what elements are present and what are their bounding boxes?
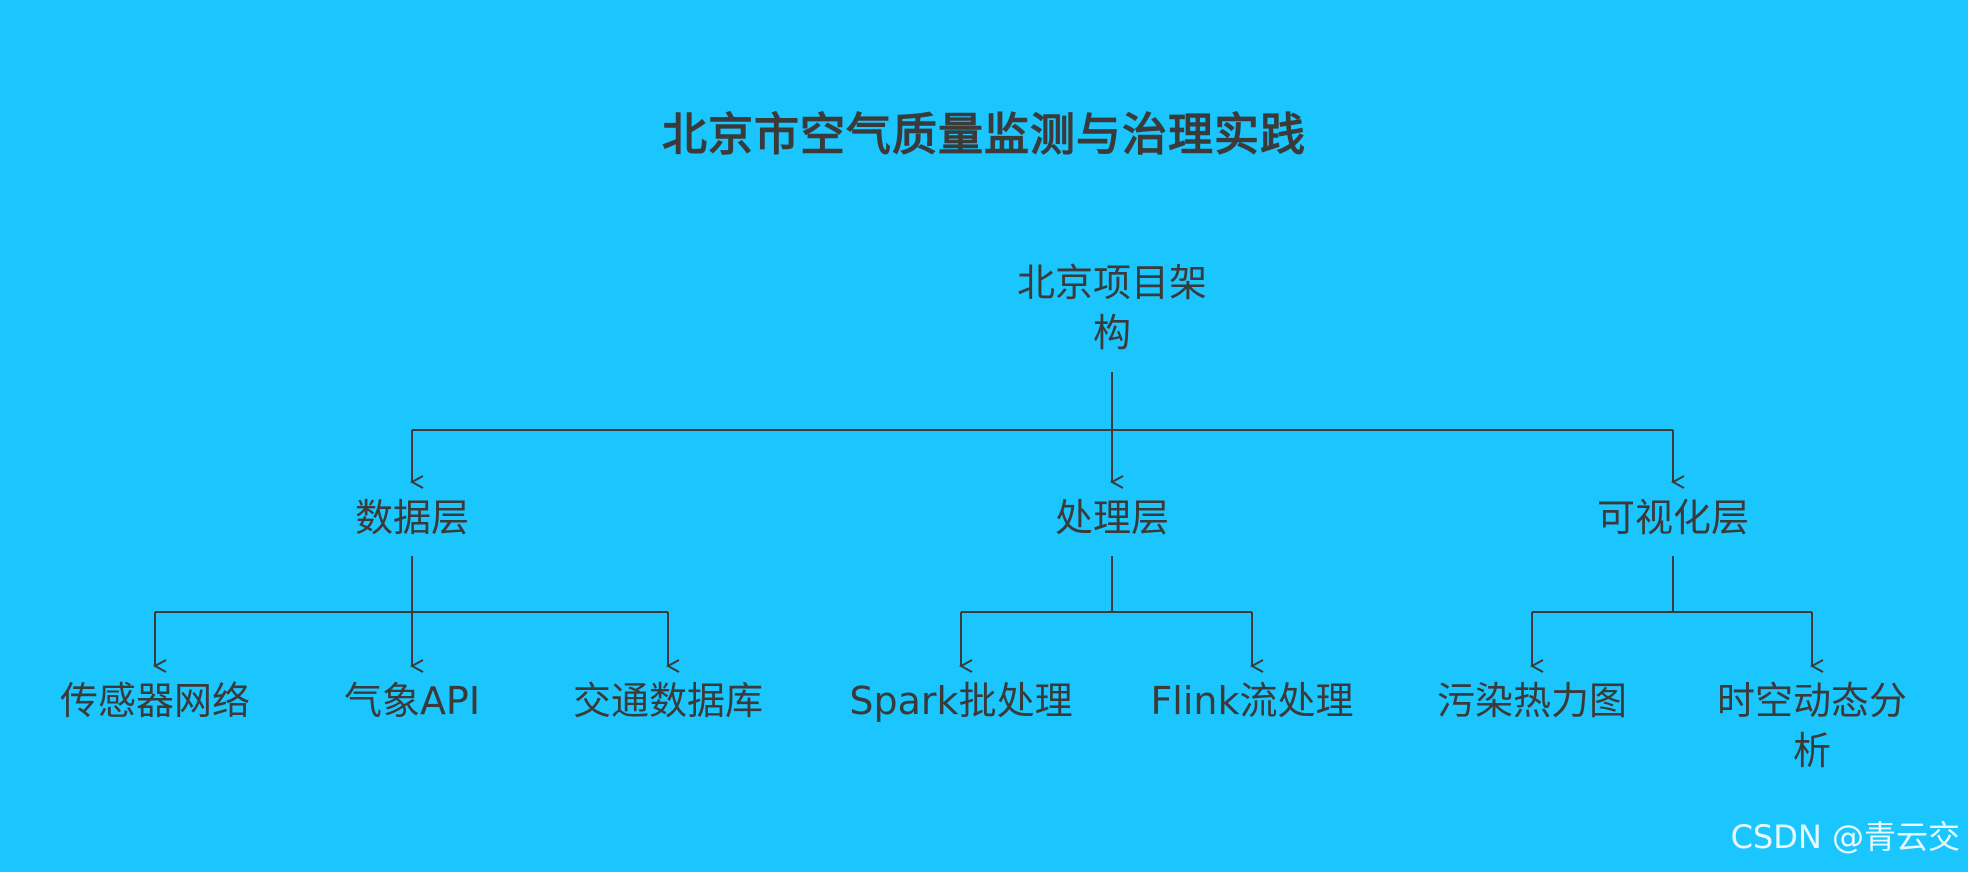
leaf-node-pollution-heatmap: 污染热力图 [1436,679,1627,723]
leaf-node-spark-batch: Spark批处理 [849,679,1073,723]
diagram-title: 北京市空气质量监测与治理实践 [661,108,1306,161]
watermark: CSDN @青云交 [1730,818,1960,856]
leaf-node-sensor-network: 传感器网络 [59,679,250,723]
layer-node-data: 数据层 [354,496,469,540]
leaf-node-traffic-database: 交通数据库 [572,679,763,723]
root-node: 北京项目架构 [1016,261,1207,355]
layer-node-processing: 处理层 [1054,496,1169,540]
leaf-node-weather-api: 气象API [343,679,481,723]
leaf-node-flink-stream: Flink流处理 [1150,679,1354,723]
layer-node-visualization: 可视化层 [1596,496,1749,540]
leaf-node-spatiotemporal-analysis: 时空动态分析 [1716,679,1907,773]
